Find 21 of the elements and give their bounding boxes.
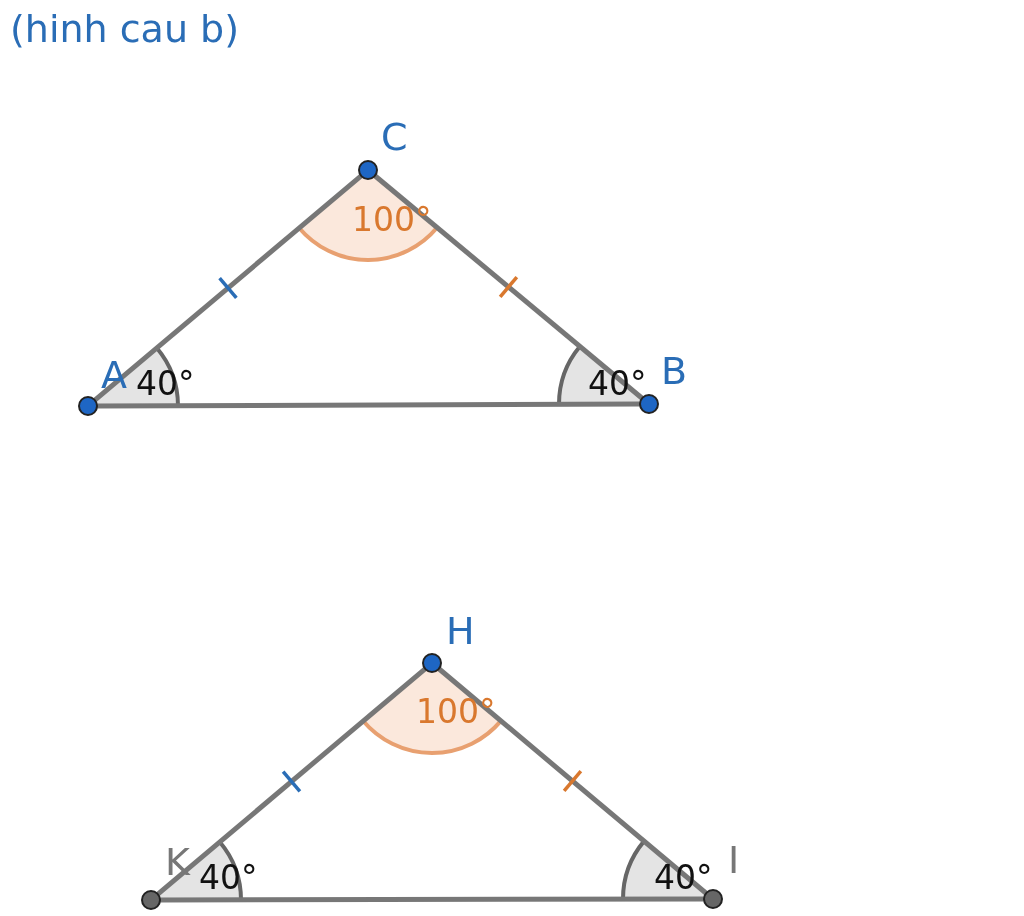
vertex-label: C bbox=[381, 118, 408, 156]
vertex-label: I bbox=[728, 841, 740, 879]
angle-label: 40° bbox=[588, 367, 647, 400]
angle-label: 100° bbox=[416, 695, 496, 728]
triangle-side bbox=[373, 173, 644, 401]
vertex-label: B bbox=[661, 352, 688, 390]
vertex-point bbox=[639, 394, 659, 414]
vertex-label: H bbox=[446, 612, 475, 650]
triangle-side bbox=[160, 896, 704, 903]
title: (hinh cau b) bbox=[10, 10, 239, 48]
vertex-point bbox=[141, 890, 161, 910]
vertex-point bbox=[358, 160, 378, 180]
triangle-side bbox=[156, 666, 427, 897]
angle-label: 40° bbox=[654, 861, 713, 894]
triangle-side bbox=[97, 401, 640, 409]
vertex-point bbox=[703, 889, 723, 909]
triangle-side bbox=[437, 666, 708, 896]
triangle-side bbox=[93, 173, 363, 403]
vertex-point bbox=[78, 396, 98, 416]
vertex-point bbox=[422, 653, 442, 673]
angle-label: 100° bbox=[352, 203, 432, 236]
